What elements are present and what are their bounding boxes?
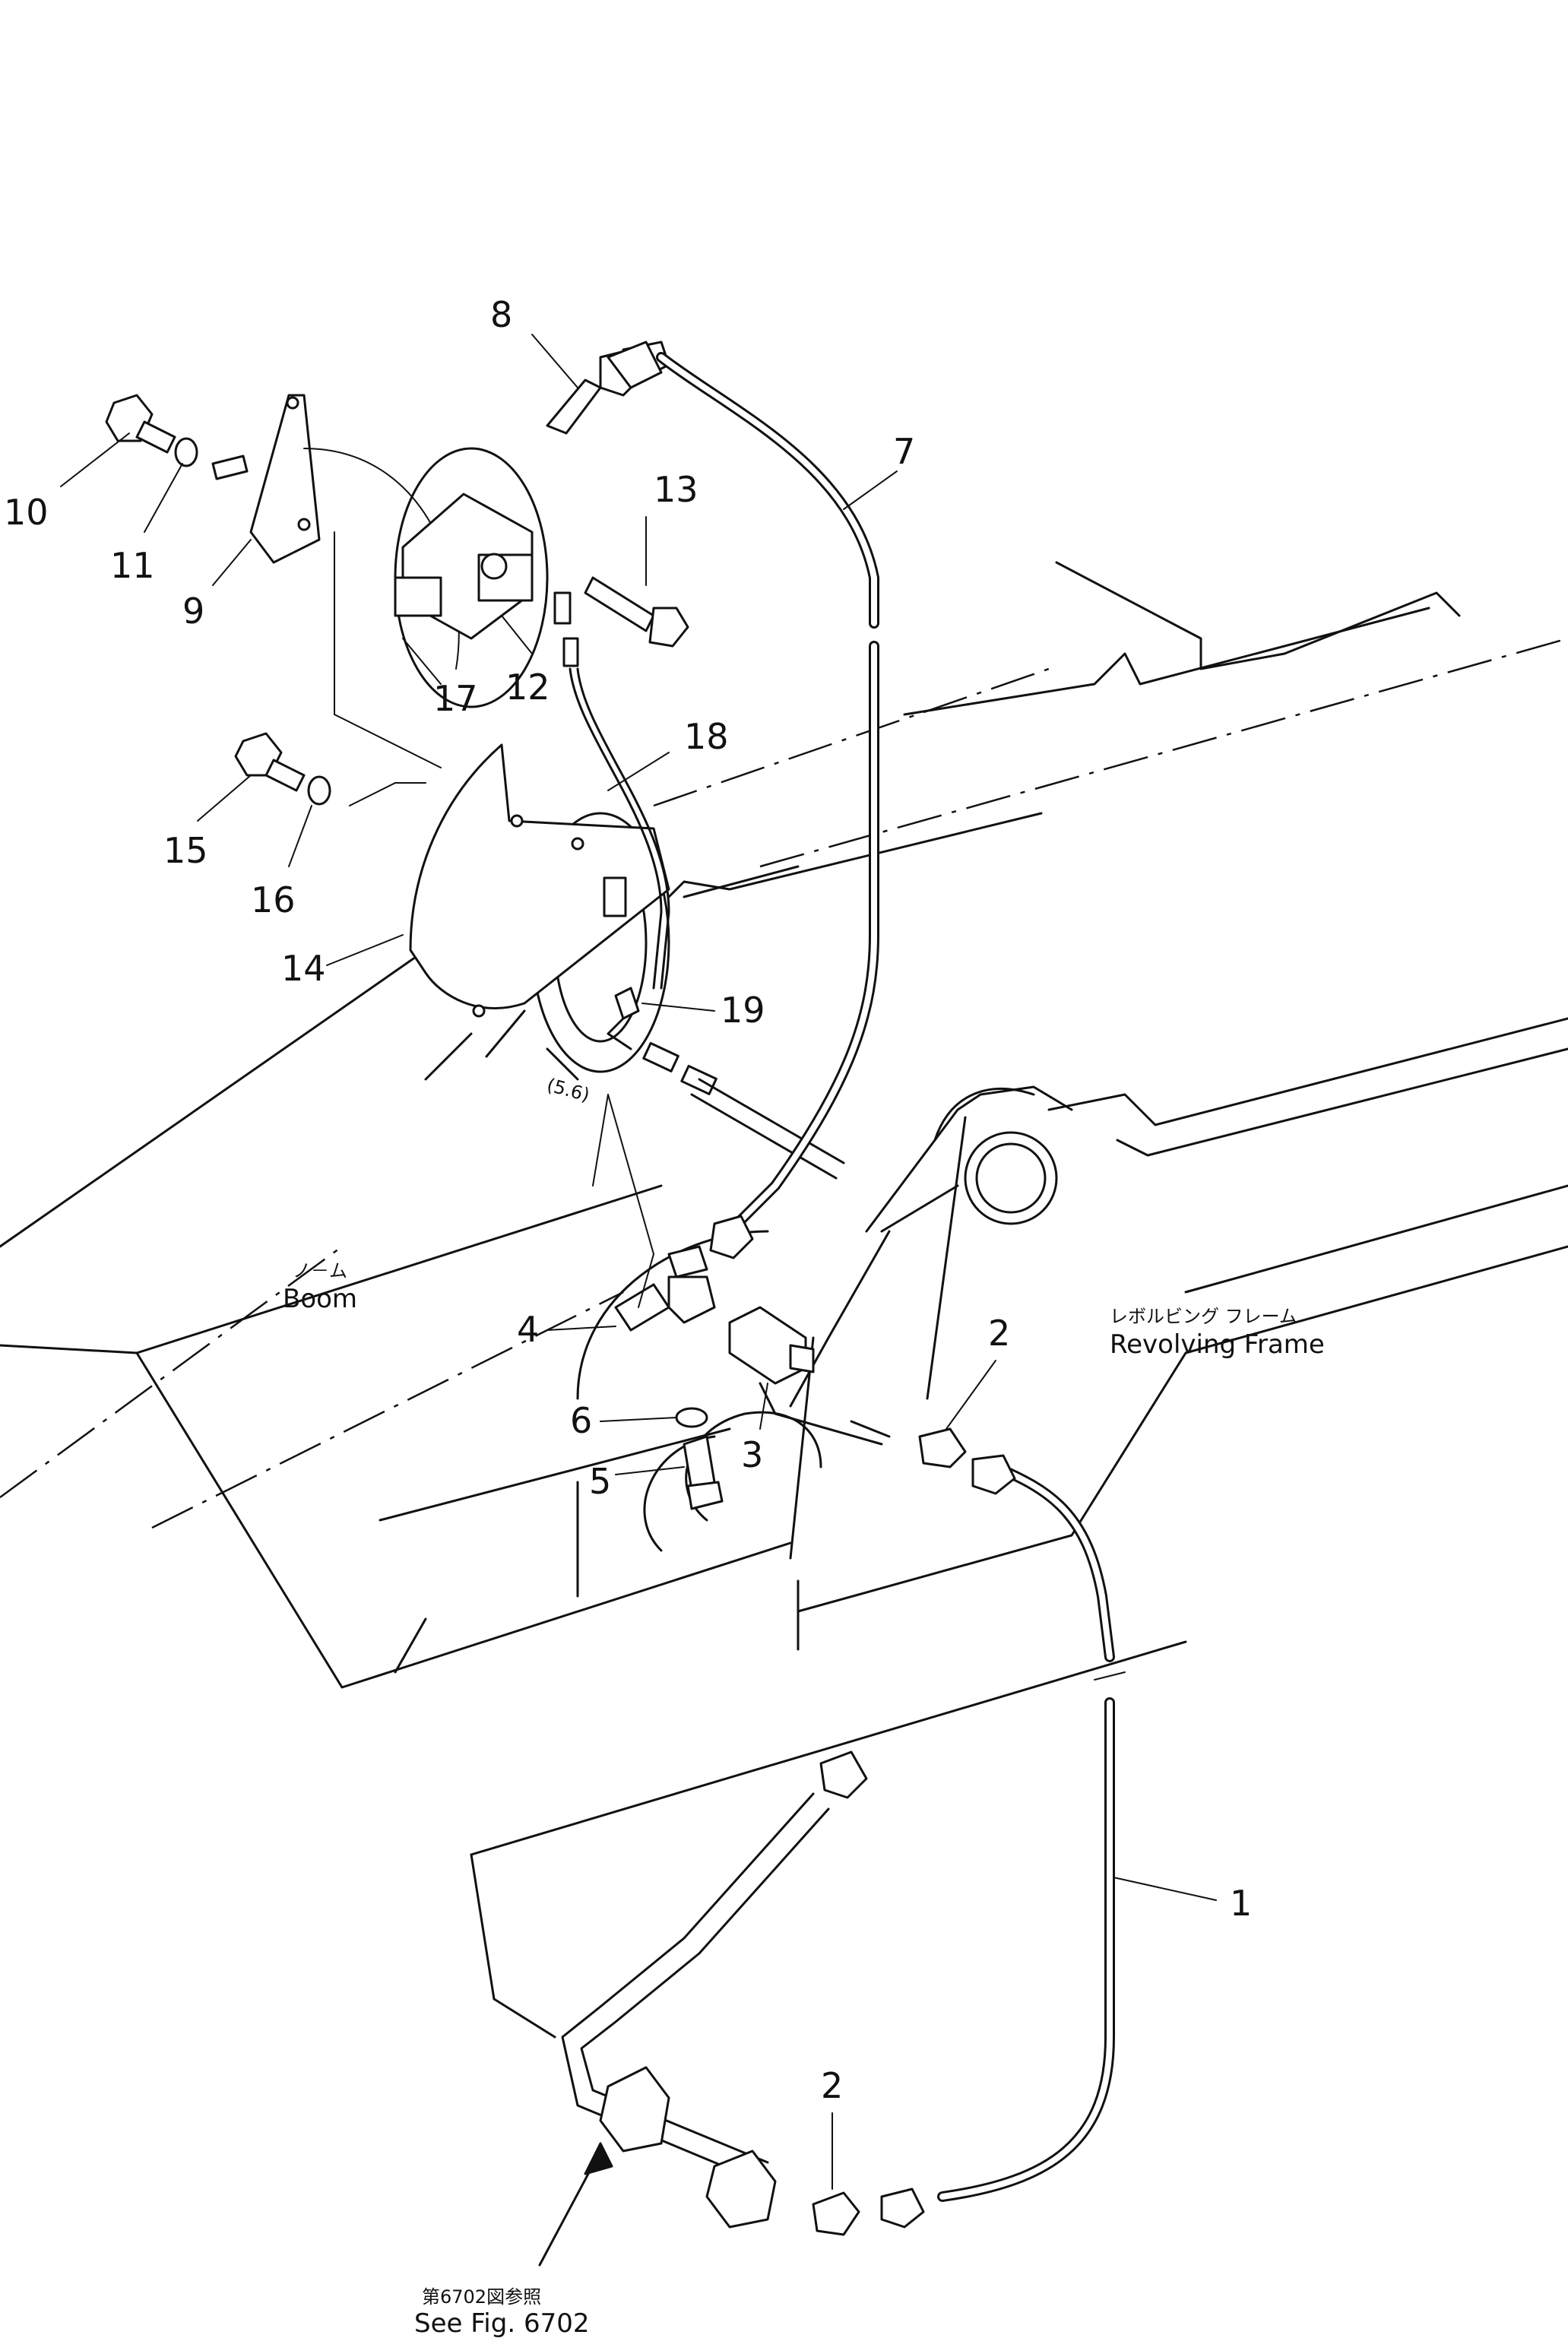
boom-label-jp: ノ－ム: [293, 1260, 347, 1281]
callout-16: 16: [251, 879, 296, 920]
callout-1: 1: [1230, 1883, 1252, 1924]
crossmember: [470, 1640, 1187, 2039]
boom-foot-bracket: [576, 1085, 1073, 1598]
spacer-bolt: [211, 455, 249, 480]
bolt-15: [234, 732, 306, 792]
callout-13: 13: [654, 469, 698, 510]
pipe-segment: [642, 1041, 845, 1180]
frame-label-jp: レボルビング フレーム: [1110, 1306, 1297, 1327]
callout-9: 9: [182, 591, 204, 632]
callout-2b: 2: [821, 2065, 843, 2106]
tube-18: [553, 591, 670, 1050]
leader-lines: [60, 334, 1217, 2267]
boom-structure: [0, 949, 792, 1689]
adapter-2-lower: [812, 2191, 860, 2236]
pressure-switch: [394, 447, 549, 708]
callout-14: 14: [281, 948, 326, 989]
see-fig-label-jp: 第6702図参照: [422, 2286, 541, 2308]
boom-label-en: Boom: [283, 1284, 357, 1314]
callout-3: 3: [741, 1434, 763, 1475]
callout-11: 11: [110, 545, 155, 586]
callout-2a: 2: [988, 1313, 1010, 1354]
callout-18: 18: [684, 716, 729, 757]
bolt-10: [105, 394, 176, 454]
callouts: 1 2 2 3 4 5 6 7 8 9 10 11 12 13 14 15 16…: [4, 294, 1252, 2106]
callout-4: 4: [517, 1309, 539, 1350]
hose-1: [880, 1454, 1126, 2229]
callout-19: 19: [721, 990, 765, 1031]
adapter-2-upper: [918, 1427, 967, 1468]
bolt-13: [584, 576, 689, 648]
hose-7: [607, 341, 879, 1259]
callout-15: 15: [163, 830, 208, 871]
washer-6: [675, 1407, 708, 1428]
block-3: [728, 1306, 891, 1446]
see-fig-label-en: See Fig. 6702: [414, 2308, 589, 2338]
washer-11: [174, 437, 198, 467]
detail-mark: (5.6): [545, 1074, 592, 1106]
washer-16: [307, 775, 331, 806]
guard-plate: [409, 743, 670, 1018]
callout-7: 7: [893, 431, 915, 472]
callout-12: 12: [505, 667, 550, 708]
bolt-5: [683, 1435, 724, 1510]
revolving-frame-structure: [653, 561, 1568, 1651]
text-labels: ノ－ム Boom レボルビング フレーム Revolving Frame (5.…: [283, 1074, 1325, 2338]
tee-fitting-4: [614, 1245, 716, 1332]
callout-8: 8: [490, 294, 512, 335]
callout-17: 17: [433, 678, 478, 719]
callout-6: 6: [570, 1400, 592, 1441]
lower-pipe: [561, 1750, 868, 2229]
frame-label-en: Revolving Frame: [1110, 1329, 1325, 1360]
callout-10: 10: [4, 492, 49, 533]
callout-5: 5: [589, 1461, 611, 1502]
